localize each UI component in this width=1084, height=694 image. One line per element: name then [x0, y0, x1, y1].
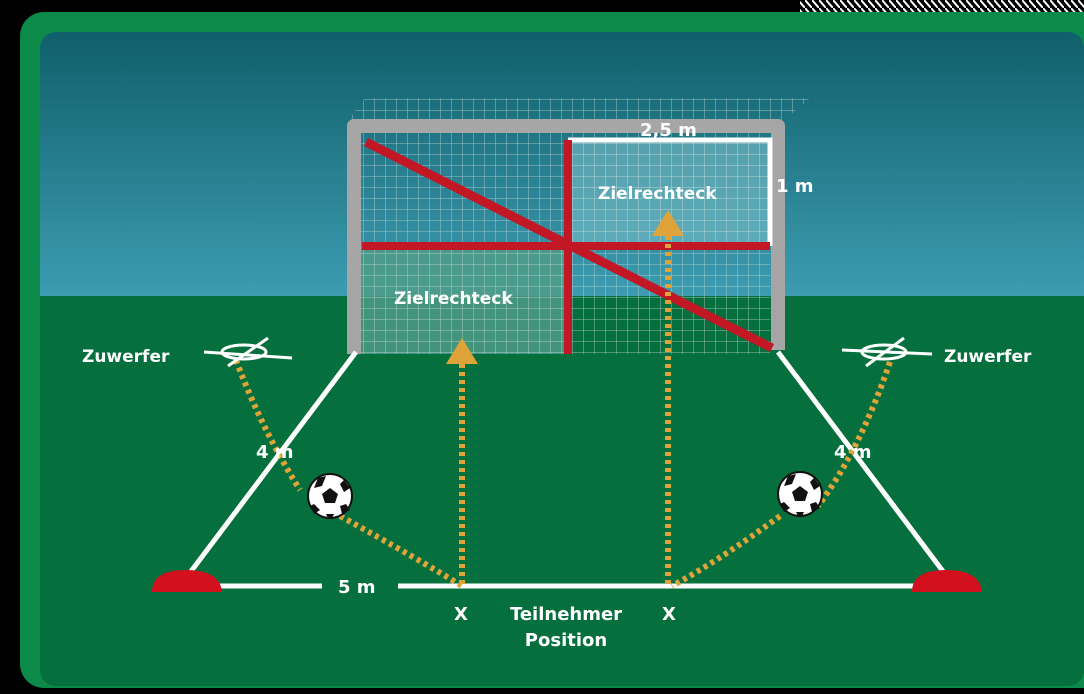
right-distance-label: 4 m [834, 442, 872, 463]
goal-height-label: 1 m [776, 176, 814, 197]
left-shot-path [338, 513, 464, 589]
right-throw-path [815, 361, 893, 508]
left-side-line [184, 350, 358, 580]
grass [40, 296, 1084, 686]
participant-label-line1: Teilnehmer [510, 604, 622, 625]
arrow-head-lower [446, 338, 478, 364]
target-lower-label: Zielrechteck [394, 289, 513, 309]
target-upper-label: Zielrechteck [598, 184, 717, 204]
goal-roof-net [348, 98, 810, 120]
goal-frame [347, 119, 785, 354]
right-cone [912, 570, 982, 592]
right-thrower-marker [841, 336, 933, 368]
left-thrower-marker [203, 336, 293, 368]
participant-label-line2: Position [525, 630, 607, 651]
right-thrower-label: Zuwerfer [944, 347, 1032, 367]
left-throw-path [233, 358, 303, 492]
left-soccer-ball-icon [307, 473, 353, 519]
arrow-head-upper [652, 210, 684, 236]
left-cone [152, 570, 222, 592]
scene [40, 32, 1084, 686]
participant-marker-right: X [662, 604, 676, 625]
right-side-line [776, 350, 950, 580]
left-thrower-label: Zuwerfer [82, 347, 170, 367]
target-lower-net [360, 246, 566, 354]
goal-width-label: 2,5 m [640, 120, 697, 141]
participant-marker-left: X [454, 604, 468, 625]
baseline-distance-label: 5 m [338, 577, 376, 598]
ball-paths [233, 236, 893, 589]
red-diagonal-line [363, 137, 775, 353]
left-distance-label: 4 m [256, 442, 294, 463]
right-soccer-ball-icon [777, 471, 823, 517]
dimension-lines [568, 137, 773, 246]
